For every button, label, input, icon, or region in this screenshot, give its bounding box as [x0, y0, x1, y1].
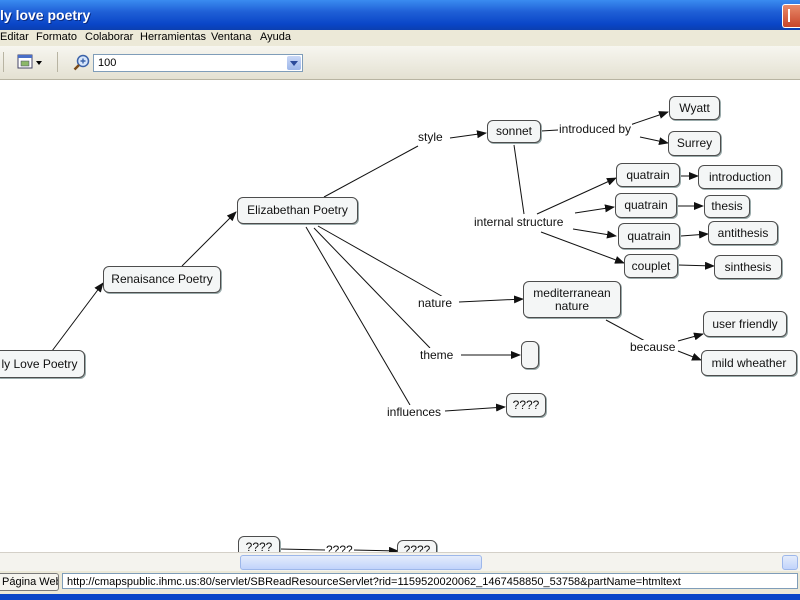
menu-ventana[interactable]: Ventana: [211, 31, 252, 43]
zoom-icon[interactable]: [73, 54, 90, 71]
window-border: [0, 594, 800, 600]
link-because[interactable]: because: [629, 340, 677, 354]
scrollbar-thumb[interactable]: [240, 555, 482, 570]
status-url: http://cmapspublic.ihmc.us:80/servlet/SB…: [62, 573, 798, 589]
concept-quatrain-2[interactable]: quatrain: [615, 193, 677, 218]
link-introduced-by[interactable]: introduced by: [558, 122, 633, 136]
concept-antithesis[interactable]: antithesis: [708, 221, 778, 245]
concept-wyatt[interactable]: Wyatt: [669, 96, 720, 120]
concept-bottom-right[interactable]: ????: [397, 540, 437, 552]
link-theme[interactable]: theme: [419, 348, 455, 362]
concept-sinthesis[interactable]: sinthesis: [714, 255, 782, 279]
concept-thesis[interactable]: thesis: [704, 195, 750, 218]
concept-bottom-left[interactable]: ????: [238, 536, 280, 552]
concept-mild-weather[interactable]: mild wheather: [701, 350, 797, 376]
menu-bar: Editar Formato Colaborar Herramientas Ve…: [0, 30, 800, 46]
link-bottom[interactable]: ????: [325, 543, 354, 552]
scroll-right-button[interactable]: [782, 555, 798, 570]
zoom-value: 100: [98, 57, 117, 69]
concept-map-edges: [51, 111, 715, 552]
concept-quatrain-1[interactable]: quatrain: [616, 163, 680, 187]
link-internal-structure[interactable]: internal structure: [473, 215, 565, 229]
concept-early-love-poetry[interactable]: ly Love Poetry: [0, 350, 85, 378]
concept-couplet[interactable]: couplet: [624, 254, 678, 278]
concept-surrey[interactable]: Surrey: [668, 131, 721, 156]
window-title: ly love poetry: [0, 7, 91, 23]
concept-renaissance-poetry[interactable]: Renaisance Poetry: [103, 266, 221, 293]
concept-introduction[interactable]: introduction: [698, 165, 782, 189]
concept-elizabethan-poetry[interactable]: Elizabethan Poetry: [237, 197, 358, 224]
web-page-button[interactable]: Página Web: [0, 573, 59, 591]
toolbar-separator: [57, 52, 58, 72]
title-bar: ly love poetry: [0, 0, 800, 30]
menu-editar[interactable]: Editar: [0, 31, 29, 43]
toolbar-separator: [3, 52, 4, 72]
concept-user-friendly[interactable]: user friendly: [703, 311, 787, 337]
menu-ayuda[interactable]: Ayuda: [260, 31, 291, 43]
link-influences[interactable]: influences: [386, 405, 443, 419]
horizontal-scrollbar[interactable]: [0, 552, 800, 571]
concept-map-canvas[interactable]: ly Love Poetry Renaisance Poetry Elizabe…: [0, 80, 800, 552]
status-bar: Página Web http://cmapspublic.ihmc.us:80…: [0, 571, 800, 593]
link-nature[interactable]: nature: [417, 296, 454, 310]
zoom-select[interactable]: 100: [93, 54, 303, 72]
chevron-down-icon[interactable]: [287, 56, 301, 70]
menu-colaborar[interactable]: Colaborar: [85, 31, 134, 43]
concept-mediterranean-nature[interactable]: mediterranean nature: [523, 281, 621, 318]
close-button[interactable]: [782, 4, 800, 28]
concept-influences-target[interactable]: ????: [506, 393, 546, 417]
concept-quatrain-3[interactable]: quatrain: [618, 223, 680, 249]
link-style[interactable]: style: [417, 130, 444, 144]
concept-theme-target[interactable]: [521, 341, 539, 369]
menu-herramientas[interactable]: Herramientas: [140, 31, 207, 43]
view-options-icon[interactable]: [17, 54, 42, 70]
menu-formato[interactable]: Formato: [36, 31, 77, 43]
concept-sonnet[interactable]: sonnet: [487, 120, 541, 143]
